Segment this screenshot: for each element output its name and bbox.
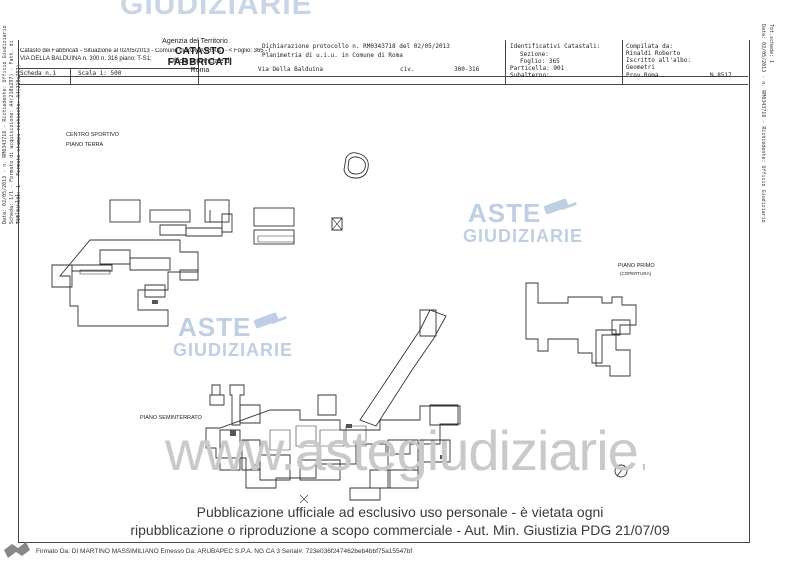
planimetria: Planimetria di u.i.u. in Comune di Roma bbox=[262, 52, 403, 59]
iscritto-label: Iscritto all'albo: bbox=[626, 57, 692, 64]
header-divider-1 bbox=[198, 40, 199, 84]
civ-label: civ. bbox=[400, 66, 415, 73]
city-label: Roma bbox=[190, 67, 210, 74]
aste-watermark-sub-2: GIUDIZIARIE bbox=[173, 340, 294, 360]
aste-watermark-sub-1: GIUDIZIARIE bbox=[463, 226, 584, 246]
url-watermark: www.astegiudiziarie.it bbox=[165, 419, 645, 482]
label-centro-sportivo: CENTRO SPORTIVO bbox=[66, 132, 120, 138]
situation-line: Catasto dei Fabbricati - Situazione al 0… bbox=[20, 48, 270, 54]
label-copertura: (COPERTURA) bbox=[620, 271, 652, 276]
office-label: Ufficio provinciale di bbox=[168, 58, 232, 65]
subalterno: Subalterno: bbox=[510, 72, 550, 79]
compilata-title: Compilata da: bbox=[626, 43, 673, 50]
header-hline-left bbox=[18, 68, 198, 69]
right-side-text-1: Data: 02/05/2013 - n. RM0343718 - Richie… bbox=[760, 24, 766, 223]
agency-name: Agenzia del Territorio bbox=[162, 38, 228, 45]
label-piano-seminterrato: PIANO SEMINTERRATO bbox=[140, 415, 202, 421]
numero-label: N.8517 bbox=[710, 72, 732, 79]
gavel-icon bbox=[543, 198, 577, 215]
document-frame bbox=[18, 40, 750, 543]
identificativi-title: Identificativi Catastali: bbox=[510, 43, 601, 50]
signature-logo-icon bbox=[4, 542, 30, 558]
civ-value: 300-316 bbox=[454, 66, 480, 73]
catasto-title: CATASTO FABBRICATI bbox=[167, 46, 233, 68]
scala-label: Scala 1: 500 bbox=[78, 70, 122, 77]
via-label: Via Della Balduina bbox=[258, 66, 324, 73]
publication-notice-line1: Pubblicazione ufficiale ad esclusivo uso… bbox=[196, 504, 604, 520]
header-divider-2 bbox=[505, 40, 506, 84]
foglio: Foglio: 365 bbox=[520, 58, 560, 65]
aste-watermark-brand-2: ASTE bbox=[178, 312, 252, 342]
dichiarazione: Dichiarazione protocollo n. RM0343718 de… bbox=[262, 43, 450, 50]
gavel-icon bbox=[253, 312, 287, 329]
aste-watermark-brand-1: ASTE bbox=[468, 198, 542, 228]
right-side-text-2: Tot.schede: 1 bbox=[768, 24, 774, 64]
address-line: VIA DELLA BALDUINA n. 300 n. 316 piano: … bbox=[20, 56, 152, 62]
scheda-label: Scheda n.1 bbox=[20, 70, 57, 77]
geometri-label: Geometri bbox=[626, 64, 655, 71]
header-divider-3 bbox=[622, 40, 623, 84]
label-piano-terra: PIANO TERRA bbox=[66, 142, 104, 148]
footer-signature: Firmato Da: DI MARTINO MASSIMILIANO Emes… bbox=[36, 548, 413, 555]
sezione: Sezione: bbox=[520, 51, 549, 58]
label-piano-primo: PIANO PRIMO bbox=[618, 263, 655, 269]
header-divider-scheda bbox=[70, 68, 71, 84]
header-box bbox=[18, 40, 748, 85]
publication-notice-line2: ripubblicazione o riproduzione a scopo c… bbox=[130, 522, 670, 538]
compilata-name: Rinaldi Roberto bbox=[626, 50, 681, 57]
prov-label: Prov.Roma bbox=[626, 72, 659, 79]
top-watermark: GIUDIZIARIE bbox=[120, 0, 313, 21]
particella: Particella: 901 bbox=[510, 65, 565, 72]
header-hline-bottom bbox=[18, 76, 748, 77]
